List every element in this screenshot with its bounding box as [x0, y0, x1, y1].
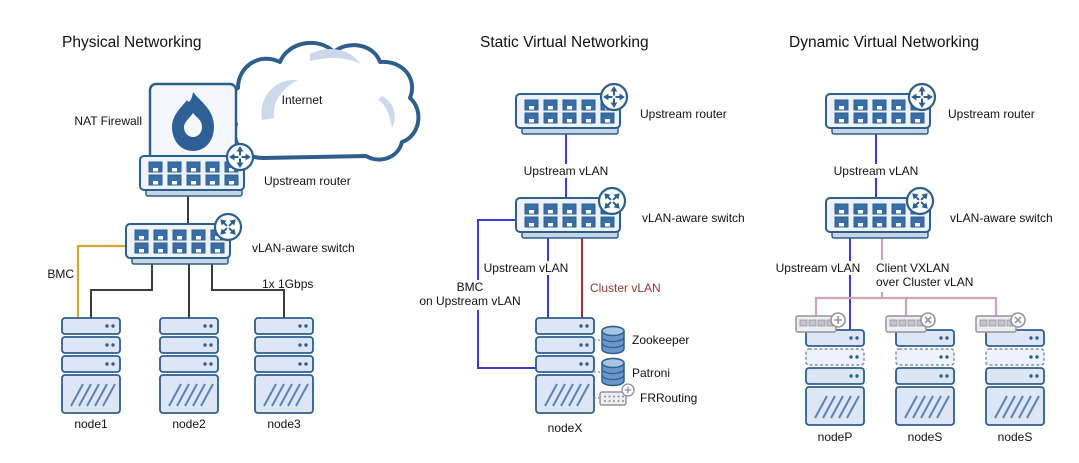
- internet-cloud: Internet: [223, 41, 421, 162]
- vnic-x-badge-icon: [920, 312, 936, 328]
- server-nodex: [535, 317, 595, 414]
- node3-label: node3: [267, 417, 301, 431]
- static-bmc-label-line1: BMC: [457, 280, 484, 294]
- nodep-label: nodeP: [818, 430, 853, 444]
- physical-upstream-router-label: Upstream router: [264, 174, 351, 188]
- patroni-db-icon: [601, 357, 625, 387]
- server-nodes1: [895, 329, 955, 426]
- node1-uplink-line: [90, 264, 153, 318]
- zookeeper-label: Zookeeper: [632, 333, 689, 347]
- vnic-nodes2-icon: [975, 315, 1017, 333]
- cloud-highlight: [378, 96, 395, 128]
- dynamic-vlan-switch-label: vLAN-aware switch: [950, 211, 1053, 225]
- label-mask: [416, 280, 526, 310]
- node2-label: node2: [172, 417, 206, 431]
- nodex-label: nodeX: [548, 421, 583, 435]
- static-title: Static Virtual Networking: [480, 34, 649, 51]
- server-node1: [61, 317, 121, 414]
- bandwidth-label: 1x 1Gbps: [262, 277, 313, 291]
- static-upstream-vlan-label: Upstream vLAN: [524, 164, 609, 178]
- dynamic-upstream-vlan2-label: Upstream vLAN: [776, 261, 861, 275]
- client-vxlan-label-line1: Client VXLAN: [876, 261, 949, 275]
- frrouting-router-badge-icon: [621, 383, 635, 397]
- physical-vlan-switch-label: vLAN-aware switch: [252, 241, 355, 255]
- frrouting-device-icon: [599, 391, 627, 406]
- router-icon: [227, 144, 253, 170]
- label-mask: [872, 260, 982, 292]
- static-cluster-vlan-label: Cluster vLAN: [590, 281, 661, 295]
- dynamic-title: Dynamic Virtual Networking: [789, 34, 979, 51]
- patroni-label: Patroni: [632, 366, 670, 380]
- router-icon: [601, 84, 627, 110]
- static-upstream-vlan2-label: Upstream vLAN: [484, 261, 569, 275]
- dynamic-upstream-vlan-label: Upstream vLAN: [834, 164, 919, 178]
- node1-label: node1: [74, 417, 108, 431]
- firewall-flame-icon: [172, 92, 214, 151]
- static-upstream-router-label: Upstream router: [640, 107, 727, 121]
- label-mask: [834, 164, 918, 178]
- bmc-link-line: [76, 244, 126, 318]
- nat-firewall-label: NAT Firewall: [74, 114, 142, 128]
- nodes1-label: nodeS: [908, 430, 943, 444]
- label-mask: [524, 164, 608, 178]
- cloud-highlight: [261, 79, 298, 120]
- client-vxlan-label-line2: over Cluster vLAN: [876, 275, 973, 289]
- static-vlan-switch-label: vLAN-aware switch: [642, 211, 745, 225]
- server-node3: [254, 317, 314, 414]
- label-mask: [484, 261, 568, 275]
- server-node2: [159, 317, 219, 414]
- server-nodes2: [985, 329, 1045, 426]
- static-bmc-label-line2: on Upstream vLAN: [419, 294, 520, 308]
- server-nodep: [805, 329, 865, 426]
- frrouting-label: FRRouting: [640, 391, 697, 405]
- vxlan-line-nodes2: [906, 296, 998, 316]
- dynamic-upstream-router-label: Upstream router: [948, 107, 1035, 121]
- zookeeper-db-icon: [601, 325, 625, 355]
- vnic-nodep-icon: [795, 315, 837, 333]
- physical-title: Physical Networking: [62, 34, 202, 51]
- cloud-highlight: [310, 49, 360, 64]
- vnic-x-badge-icon: [1010, 312, 1026, 328]
- router-icon: [909, 84, 935, 110]
- nodes2-label: nodeS: [998, 430, 1033, 444]
- node3-uplink-line: [211, 264, 285, 318]
- internet-label: Internet: [282, 93, 323, 107]
- vxlan-line-nodes1: [882, 296, 908, 316]
- vnic-add-badge-icon: [830, 312, 846, 328]
- label-mask: [776, 261, 860, 275]
- vnic-nodes1-icon: [885, 315, 927, 333]
- bmc-label: BMC: [47, 267, 74, 281]
